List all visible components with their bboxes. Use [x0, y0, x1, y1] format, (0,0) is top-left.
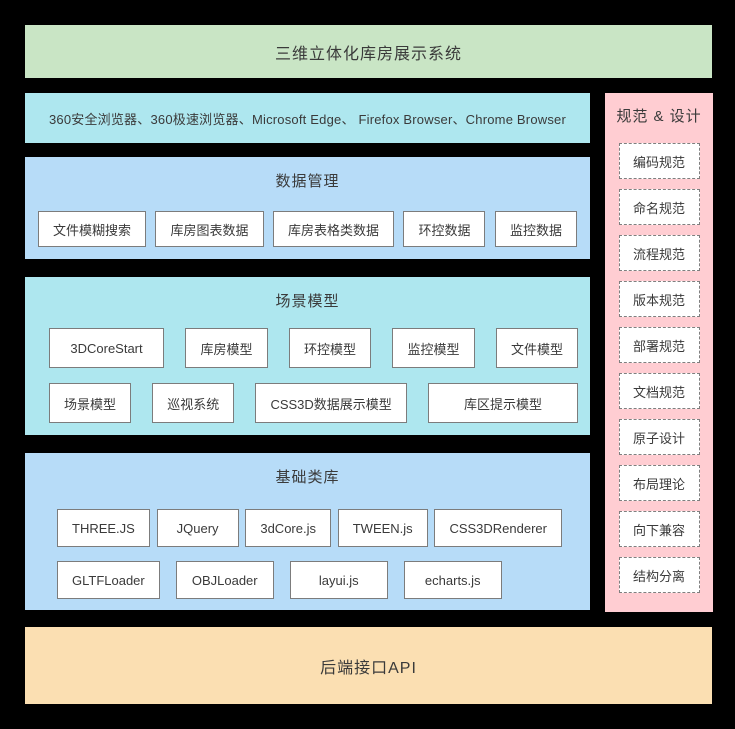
- node-row: GLTFLoader OBJLoader layui.js echarts.js: [25, 561, 590, 599]
- node-box: 监控模型: [392, 328, 475, 368]
- sections-container: 数据管理文件模糊搜索库房图表数据库房表格类数据环控数据监控数据场景模型 3DCor…: [25, 157, 590, 610]
- node-box: 场景模型: [49, 383, 132, 423]
- node-box: 环控数据: [403, 211, 486, 247]
- node-box: CSS3DRenderer: [434, 509, 562, 547]
- section-data: 数据管理文件模糊搜索库房图表数据库房表格类数据环控数据监控数据: [25, 157, 590, 259]
- node-box: 巡视系统: [152, 383, 235, 423]
- node-box: 3dCore.js: [245, 509, 331, 547]
- node-row: 3DCoreStart 库房模型环控模型监控模型文件模型: [25, 328, 590, 368]
- spec-box: 版本规范: [618, 281, 700, 317]
- node-box: echarts.js: [403, 561, 502, 599]
- section-title: 数据管理: [275, 173, 340, 190]
- section-title: 场景模型: [275, 293, 340, 310]
- backend-api-banner: 后端接口API: [25, 627, 712, 704]
- spec-box: 向下兼容: [618, 511, 700, 547]
- node-row: 场景模型巡视系统 CSS3D数据展示模型库区提示模型: [25, 383, 590, 423]
- spec-box: 布局理论: [618, 465, 700, 501]
- main-column: 360安全浏览器、360极速浏览器、Microsoft Edge、 Firefo…: [25, 93, 590, 610]
- spec-box: 编码规范: [618, 143, 700, 179]
- spec-box: 文档规范: [618, 373, 700, 409]
- spec-box: 结构分离: [618, 557, 700, 593]
- node-row: 文件模糊搜索库房图表数据库房表格类数据环控数据监控数据: [25, 211, 590, 247]
- browser-support-bar: 360安全浏览器、360极速浏览器、Microsoft Edge、 Firefo…: [25, 93, 590, 143]
- node-box: CSS3D数据展示模型: [255, 383, 407, 423]
- node-box: 监控数据: [494, 211, 577, 247]
- node-box: layui.js: [289, 561, 388, 599]
- node-box: 库房表格类数据: [272, 211, 394, 247]
- node-box: JQuery: [156, 509, 239, 547]
- node-box: 库房模型: [185, 328, 268, 368]
- sidebar-items: 编码规范命名规范流程规范版本规范部署规范文档规范原子设计布局理论向下兼容结构分离: [618, 143, 700, 593]
- spec-box: 部署规范: [618, 327, 700, 363]
- sidebar-title: 规范 & 设计: [616, 108, 702, 125]
- node-box: GLTFLoader: [57, 561, 160, 599]
- node-box: THREE.JS: [57, 509, 150, 547]
- system-title-banner: 三维立体化库房展示系统: [25, 25, 712, 78]
- node-box: 环控模型: [288, 328, 371, 368]
- spec-box: 原子设计: [618, 419, 700, 455]
- section-title: 基础类库: [275, 469, 340, 486]
- node-box: TWEEN.js: [337, 509, 428, 547]
- node-box: OBJLoader: [175, 561, 274, 599]
- node-box: 库区提示模型: [428, 383, 578, 423]
- spec-box: 流程规范: [618, 235, 700, 271]
- node-box: 库房图表数据: [155, 211, 264, 247]
- node-box: 3DCoreStart: [49, 328, 164, 368]
- node-box: 文件模糊搜索: [38, 211, 147, 247]
- spec-box: 命名规范: [618, 189, 700, 225]
- spec-design-sidebar: 规范 & 设计 编码规范命名规范流程规范版本规范部署规范文档规范原子设计布局理论…: [605, 93, 713, 612]
- node-box: 文件模型: [495, 328, 578, 368]
